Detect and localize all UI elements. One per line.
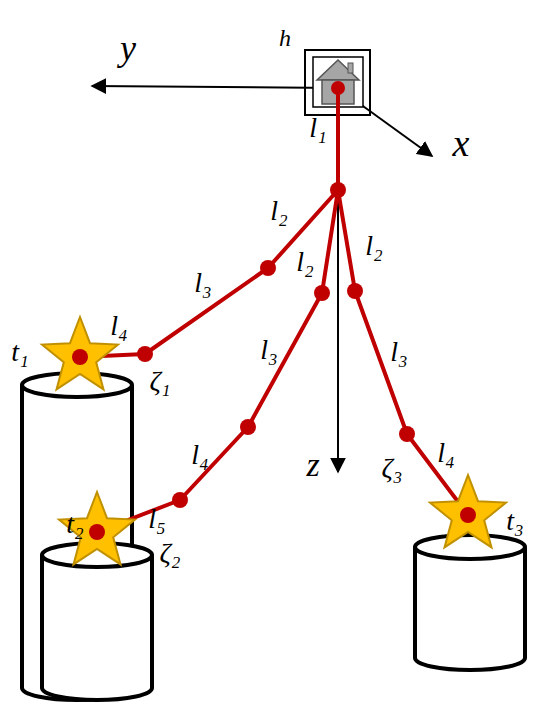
symbol-label: l₄ <box>191 441 209 469</box>
symbol-label: ζ₁ <box>149 367 170 395</box>
symbol-label: z <box>306 448 319 482</box>
symbol-label: l₅ <box>148 505 166 533</box>
symbol-label: l₄ <box>110 312 128 340</box>
target-stars <box>42 317 506 564</box>
target-star <box>59 492 135 564</box>
symbol-label: l₁ <box>309 114 327 142</box>
symbol-label: t₂ <box>66 510 84 538</box>
symbol-label: l₂ <box>296 248 314 276</box>
symbol-label: l₂ <box>270 197 288 225</box>
symbol-label: l₃ <box>390 338 408 366</box>
symbol-label: ζ₃ <box>381 454 402 482</box>
symbol-label: l₂ <box>365 232 383 260</box>
symbol-label: l₃ <box>260 336 278 364</box>
axis <box>92 86 432 472</box>
symbol-label: h <box>279 26 291 50</box>
symbol-label: t₃ <box>506 507 524 535</box>
target-star <box>42 317 118 389</box>
symbol-label: ζ₂ <box>159 539 180 567</box>
cylinder <box>22 373 525 700</box>
link-chain <box>80 88 468 532</box>
symbol-label: l₃ <box>194 269 212 297</box>
symbol-label: x <box>453 124 470 162</box>
symbol-label: t₁ <box>11 338 29 366</box>
symbol-label: l₄ <box>437 439 455 467</box>
joint-dots <box>72 81 476 540</box>
target-star <box>430 475 506 547</box>
symbol-label: y <box>120 30 136 66</box>
